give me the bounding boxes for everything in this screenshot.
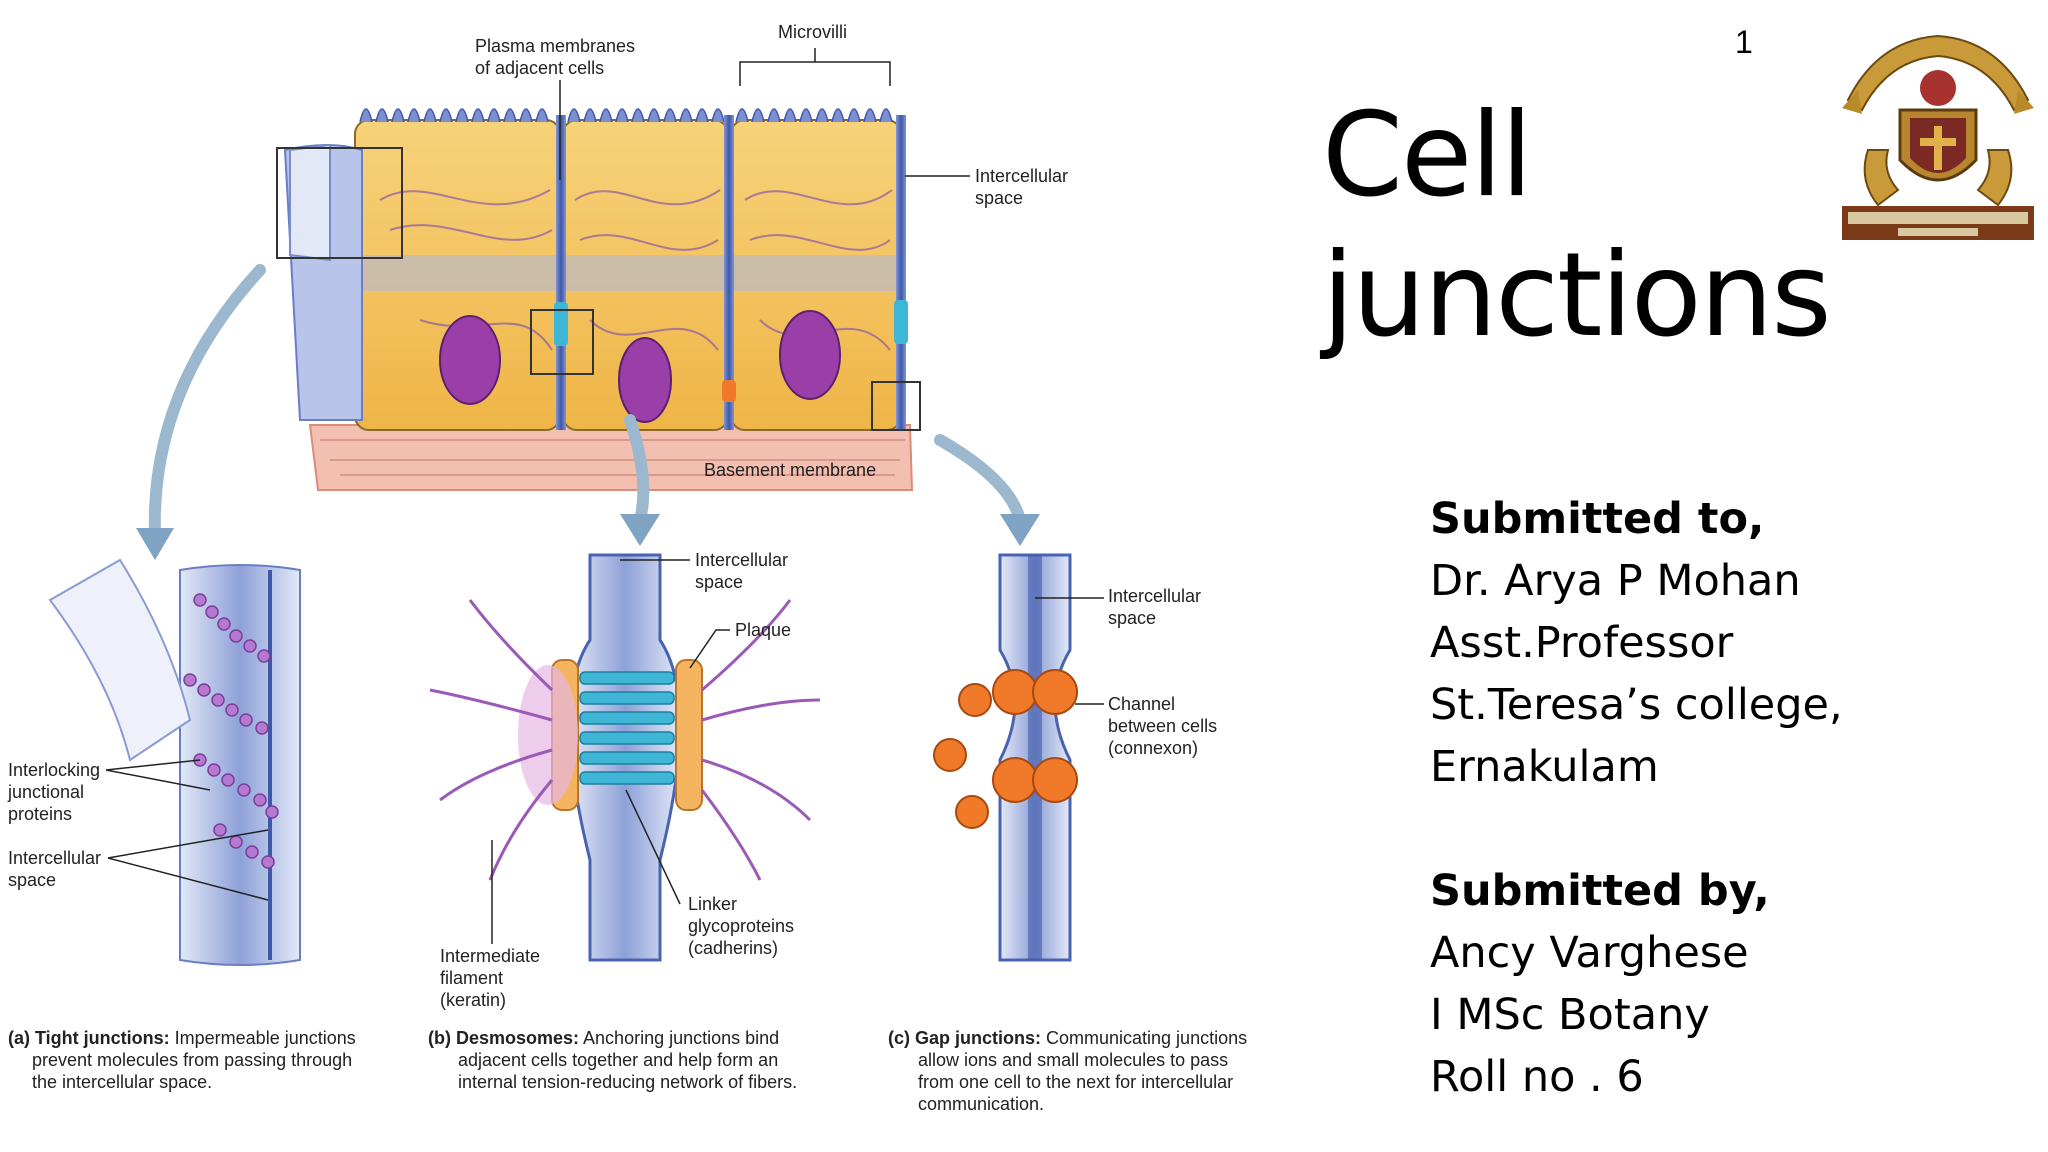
submitted-to-heading: Submitted to, xyxy=(1430,494,1765,544)
desmosome-callout-box xyxy=(530,309,594,375)
label-channel-connexon: Channel xyxy=(1108,694,1175,714)
label-intercellular-space: space xyxy=(8,870,56,890)
submitted-by-block: Submitted by, Ancy Varghese I MSc Botany… xyxy=(1430,860,1990,1108)
intermediate-filaments xyxy=(429,599,821,881)
connexons xyxy=(933,669,1078,829)
label-intermediate-filament: (keratin) xyxy=(440,990,506,1010)
label-intercellular-space: Intercellular xyxy=(975,166,1068,186)
slide-title: Cell junctions xyxy=(1322,86,1882,366)
title-line-1: Cell xyxy=(1322,88,1533,223)
label-linker-glycoproteins: Linker xyxy=(688,894,737,914)
basement-membrane xyxy=(308,424,914,491)
plaque xyxy=(675,659,703,811)
label-intercellular-space: Intercellular xyxy=(8,848,101,868)
caption-desmosomes-line: internal tension-reducing network of fib… xyxy=(458,1072,797,1092)
label-basement-membrane: Basement membrane xyxy=(704,460,876,480)
submitted-by-line: Roll no . 6 xyxy=(1430,1052,1644,1102)
caption-desmosomes: (b) Desmosomes: Anchoring junctions bind xyxy=(428,1028,779,1048)
gap-junction-callout-box xyxy=(871,381,921,431)
tight-junction-callout-box xyxy=(276,147,403,259)
cell-junctions-diagram: Plasma membranes of adjacent cells Micro… xyxy=(7,22,1247,1114)
label-intercellular-space: space xyxy=(695,572,743,592)
caption-tight-junctions-line: prevent molecules from passing through xyxy=(32,1050,352,1070)
microvilli xyxy=(359,108,893,123)
label-intercellular-space: space xyxy=(975,188,1023,208)
label-intermediate-filament: filament xyxy=(440,968,503,988)
caption-gap-junctions-line: communication. xyxy=(918,1094,1044,1114)
submitted-to-block: Submitted to, Dr. Arya P Mohan Asst.Prof… xyxy=(1430,488,1990,798)
caption-tight-junctions-line: the intercellular space. xyxy=(32,1072,212,1092)
linker-glycoproteins xyxy=(579,671,675,785)
submitted-by-heading: Submitted by, xyxy=(1430,866,1770,916)
label-intercellular-space: space xyxy=(1108,608,1156,628)
label-interlocking-proteins: junctional xyxy=(7,782,84,802)
label-microvilli: Microvilli xyxy=(778,22,847,42)
submitted-by-line: Ancy Varghese xyxy=(1430,928,1749,978)
page-number: 1 xyxy=(1735,24,1753,60)
epithelium-block xyxy=(276,108,921,491)
label-intercellular-space: Intercellular xyxy=(695,550,788,570)
nucleus xyxy=(618,337,672,423)
nucleus xyxy=(779,310,841,400)
caption-gap-junctions-line: allow ions and small molecules to pass xyxy=(918,1050,1228,1070)
label-interlocking-proteins: proteins xyxy=(8,804,72,824)
caption-gap-junctions: (c) Gap junctions: Communicating junctio… xyxy=(888,1028,1247,1048)
label-linker-glycoproteins: (cadherins) xyxy=(688,938,778,958)
label-plasma-membranes: of adjacent cells xyxy=(475,58,604,78)
label-intermediate-filament: Intermediate xyxy=(440,946,540,966)
caption-gap-junctions-line: from one cell to the next for intercellu… xyxy=(918,1072,1233,1092)
submitted-to-line: Dr. Arya P Mohan xyxy=(1430,556,1801,606)
caption-desmosomes-line: adjacent cells together and help form an xyxy=(458,1050,778,1070)
label-channel-connexon: (connexon) xyxy=(1108,738,1198,758)
label-linker-glycoproteins: glycoproteins xyxy=(688,916,794,936)
desmosome-panel xyxy=(429,553,821,962)
college-seal-logo xyxy=(1842,34,2034,240)
submitted-to-line: Ernakulam xyxy=(1430,742,1659,792)
submitted-to-line: St.Teresa’s college, xyxy=(1430,680,1843,730)
submitted-to-line: Asst.Professor xyxy=(1430,618,1734,668)
caption-tight-junctions: (a) Tight junctions: Impermeable junctio… xyxy=(8,1028,356,1048)
label-intercellular-space: Intercellular xyxy=(1108,586,1201,606)
label-channel-connexon: between cells xyxy=(1108,716,1217,736)
label-plasma-membranes: Plasma membranes xyxy=(475,36,635,56)
nucleus xyxy=(439,315,501,405)
title-line-2: junctions xyxy=(1322,228,1832,363)
label-interlocking-proteins: Interlocking xyxy=(8,760,100,780)
label-plaque: Plaque xyxy=(735,620,791,640)
tight-junction-panel xyxy=(48,558,301,966)
submitted-by-line: I MSc Botany xyxy=(1430,990,1710,1040)
gap-junction-panel xyxy=(933,553,1078,962)
